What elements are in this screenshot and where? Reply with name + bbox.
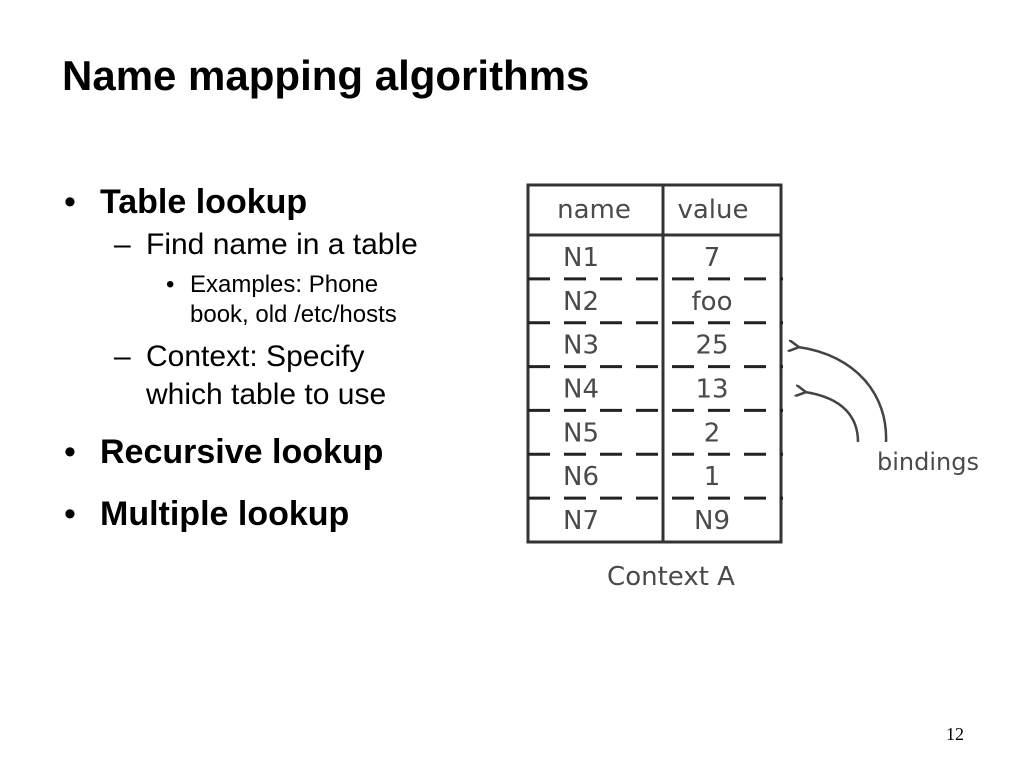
table-row: N7 N9	[563, 506, 730, 536]
row-value: 13	[695, 375, 728, 405]
bullet-text: Recursive lookup	[100, 433, 384, 471]
header-value: value	[677, 195, 748, 225]
row-value: N9	[694, 506, 730, 536]
bullet-marker: •	[166, 271, 175, 298]
sub-bullet-find-name: – Find name in a table	[114, 226, 492, 264]
sub-bullet-line: Context: Specify	[146, 340, 365, 373]
table-row: N2 foo	[563, 287, 732, 317]
row-value: 1	[704, 462, 721, 492]
row-name: N2	[563, 287, 599, 317]
table-caption: Context A	[607, 562, 735, 592]
row-name: N1	[563, 243, 599, 273]
sub-sub-bullet-line: book, old /etc/hosts	[190, 301, 397, 328]
row-value: 7	[704, 243, 721, 273]
bullet-list: • Table lookup – Find name in a table • …	[62, 182, 492, 534]
row-name: N5	[563, 418, 599, 448]
row-value: 25	[695, 331, 728, 361]
sub-bullet-text: Find name in a table	[146, 228, 418, 261]
table-row: N3 25	[563, 331, 729, 361]
page-number: 12	[946, 724, 964, 744]
table-border	[526, 183, 783, 544]
sub-sub-bullet-line: Examples: Phone	[190, 271, 379, 298]
row-name: N7	[563, 506, 599, 536]
binding-arrow-lower	[805, 392, 860, 443]
row-value: foo	[692, 287, 733, 317]
row-name: N6	[563, 462, 599, 492]
bullet-marker: •	[64, 495, 76, 533]
dash-marker: –	[114, 228, 131, 261]
table-row: N1 7	[563, 243, 720, 273]
bullet-multiple-lookup: • Multiple lookup	[62, 494, 492, 534]
slide-title: Name mapping algorithms	[62, 52, 590, 99]
bullet-table-lookup: • Table lookup	[62, 182, 492, 222]
table-row: N6 1	[563, 462, 720, 492]
bindings-label: bindings	[877, 448, 979, 476]
table-row: N5 2	[563, 418, 720, 448]
row-separators	[528, 277, 783, 500]
binding-arrow-upper	[798, 347, 888, 443]
bullet-text: Table lookup	[100, 183, 308, 221]
dash-marker: –	[114, 340, 131, 373]
bullet-marker: •	[64, 433, 76, 471]
sub-sub-bullet-examples: • Examples: Phone book, old /etc/hosts	[166, 270, 492, 330]
table-row: N4 13	[563, 375, 729, 405]
header-name: name	[557, 195, 631, 225]
sub-bullet-line: which table to use	[146, 378, 387, 411]
row-name: N4	[563, 375, 599, 405]
row-value: 2	[704, 418, 721, 448]
row-name: N3	[563, 331, 599, 361]
bullet-text: Multiple lookup	[100, 495, 350, 533]
sub-bullet-context: – Context: Specify which table to use	[114, 338, 492, 414]
bullet-recursive-lookup: • Recursive lookup	[62, 432, 492, 472]
bullet-marker: •	[64, 183, 76, 221]
